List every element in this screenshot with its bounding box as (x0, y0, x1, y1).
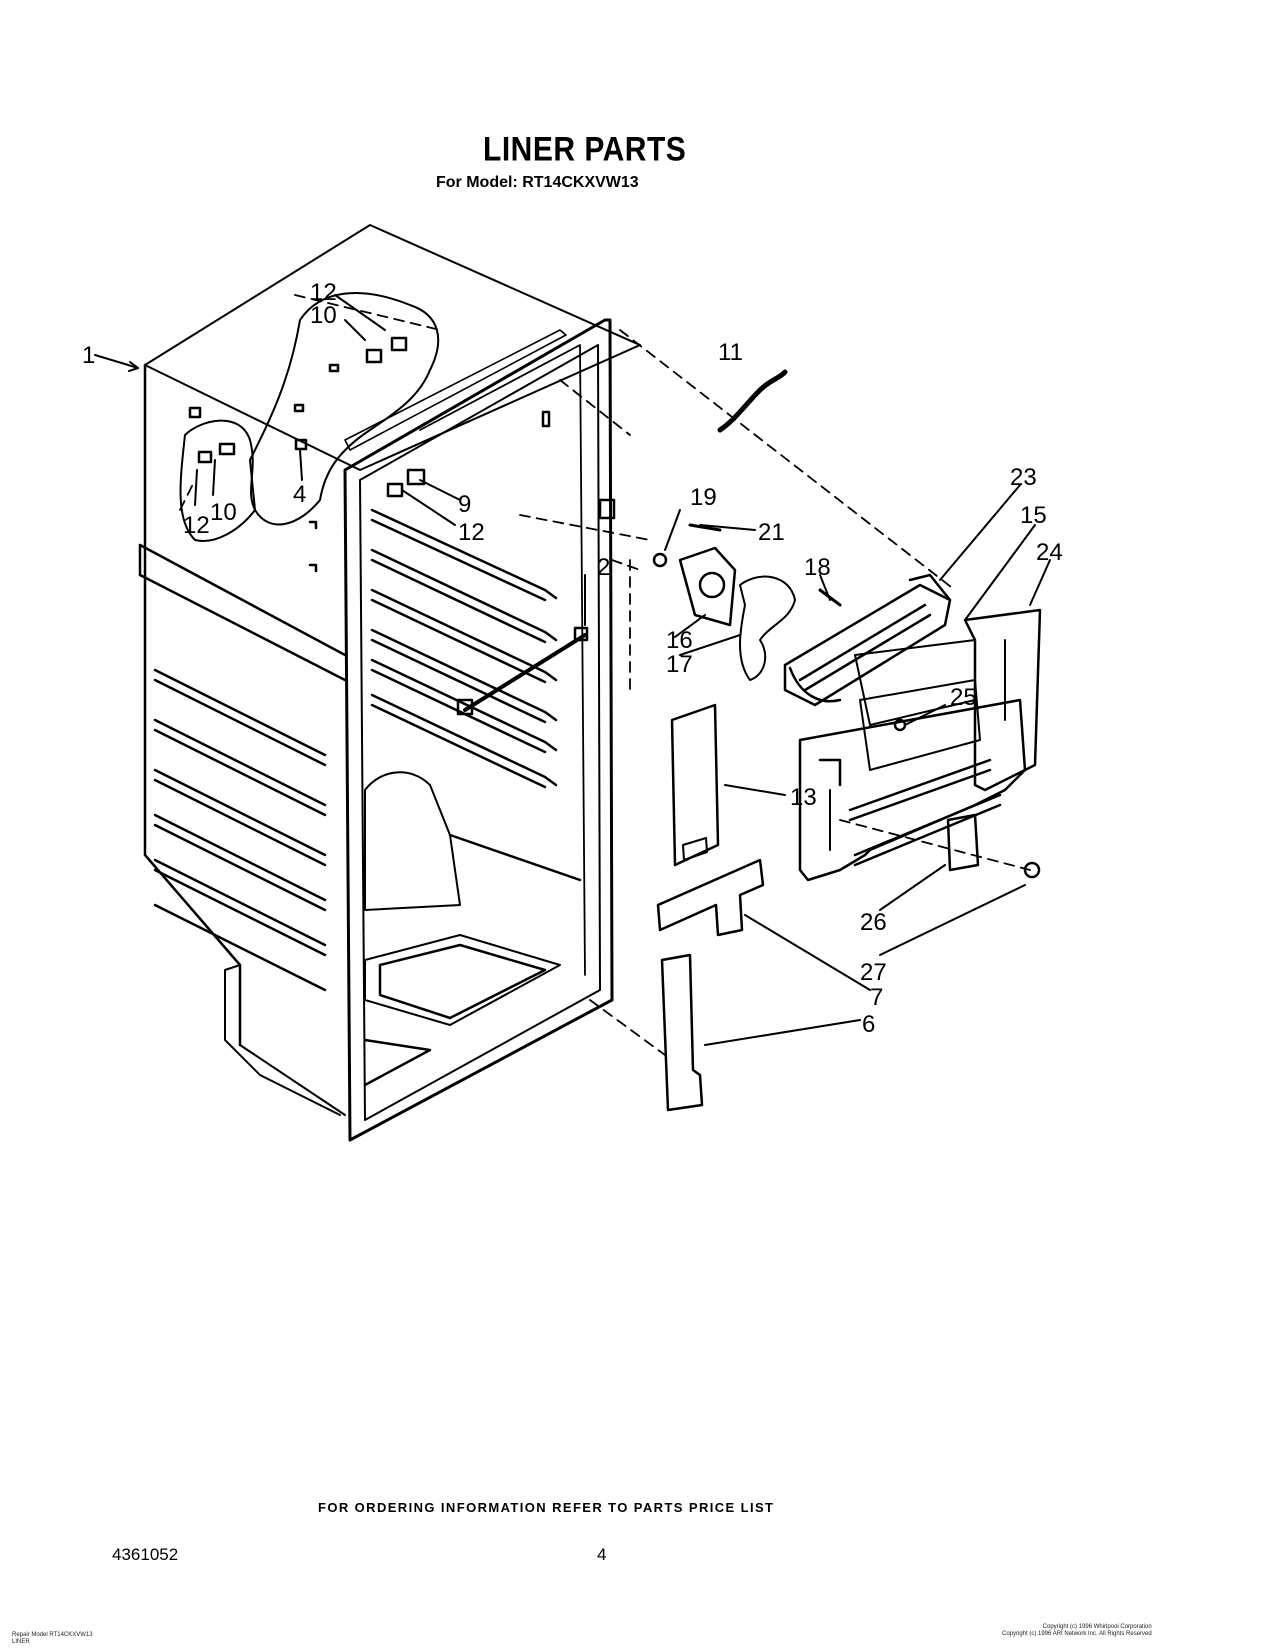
page-number: 4 (597, 1545, 607, 1564)
callout-7: 7 (870, 984, 883, 1011)
duct-panel (798, 679, 1027, 882)
callout-15: 15 (1020, 502, 1047, 529)
callout-19: 19 (690, 484, 717, 511)
fine-print-section: LINER (12, 1639, 30, 1645)
page-title: LINER PARTS (483, 130, 687, 169)
callout-18: 18 (804, 554, 831, 581)
leader-lines (94, 294, 1051, 1046)
fine-print-right: Copyright (c) 1996 Whirlpool Corporation… (1002, 1624, 1152, 1638)
callout-24: 24 (1036, 539, 1063, 566)
cabinet-body (138, 224, 641, 1116)
fine-print-left: Repair Model RT14CKXVW13 LINER (12, 1632, 93, 1646)
callout-12: 12 (458, 519, 485, 546)
callout-10: 10 (210, 499, 237, 526)
grille-part (783, 573, 952, 707)
callout-21: 21 (758, 519, 785, 546)
back-panel (854, 608, 1042, 792)
callout-9: 9 (458, 491, 471, 518)
callout-1: 1 (82, 342, 95, 369)
callout-12: 12 (183, 512, 210, 539)
liner-frame (343, 318, 616, 1142)
callout-13: 13 (790, 784, 817, 811)
bracket (656, 858, 765, 937)
callout-4: 4 (293, 481, 306, 508)
callout-11: 11 (718, 339, 743, 366)
ordering-note: FOR ORDERING INFORMATION REFER TO PARTS … (318, 1500, 775, 1515)
insulation-strip (670, 703, 720, 867)
callout-10: 10 (310, 302, 337, 329)
callout-23: 23 (1010, 464, 1037, 491)
drain-strip (660, 953, 704, 1112)
document-number: 4361052 (112, 1545, 179, 1564)
callout-6: 6 (862, 1011, 875, 1038)
callout-27: 27 (860, 959, 887, 986)
small-plate (946, 813, 980, 872)
callout-17: 17 (666, 651, 693, 678)
callout-25: 25 (950, 684, 977, 711)
model-subtitle: For Model: RT14CKXVW13 (436, 174, 639, 191)
callout-2: 2 (597, 554, 610, 581)
callout-12: 12 (310, 279, 337, 306)
wire-harness (717, 369, 788, 433)
callout-16: 16 (666, 627, 693, 654)
plug (1023, 861, 1041, 879)
fine-print-copyright-1: Copyright (c) 1996 Whirlpool Corporation (1042, 1624, 1152, 1630)
callout-labels: 1 12 10 4 10 12 9 12 11 19 21 18 23 15 2… (82, 279, 1063, 1038)
callout-26: 26 (860, 909, 887, 936)
fine-print-copyright-2: Copyright (c) 1996 ARI Network Inc. All … (1002, 1631, 1152, 1637)
alignment-lines (179, 294, 1031, 1056)
fine-print-model: Repair Model RT14CKXVW13 (12, 1632, 93, 1638)
